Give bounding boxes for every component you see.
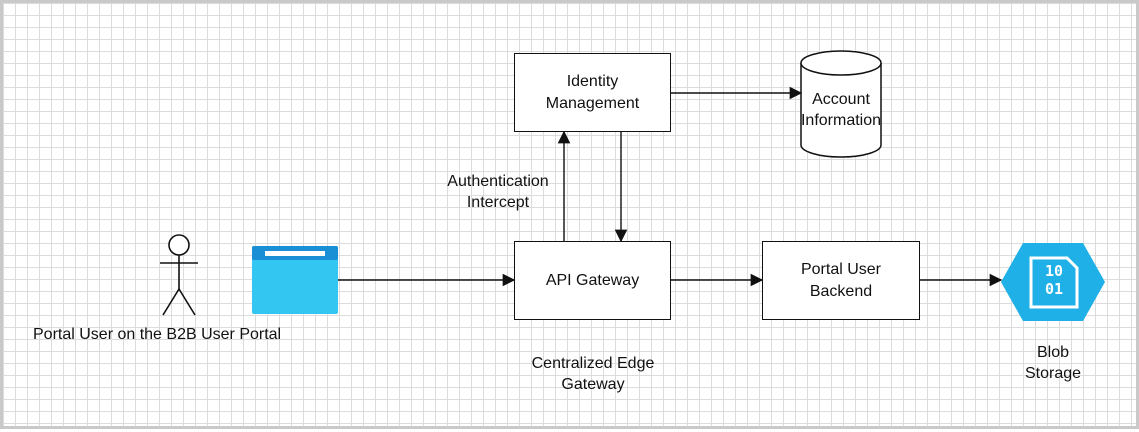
blob-icon-text: 10 01 [1035, 262, 1073, 298]
edge-gateway-label: Centralized Edge Gateway [531, 355, 655, 393]
blob-storage-label: Blob Storage [1024, 344, 1082, 382]
database-cylinder-icon [800, 50, 882, 158]
person-icon [160, 234, 198, 316]
actor-label: Portal User on the B2B User Portal [33, 326, 282, 343]
identity-management-label: Identity Management [545, 72, 640, 112]
identity-management-node: Identity Management [514, 53, 671, 132]
auth-intercept-label: Authentication Intercept [447, 173, 549, 211]
blob-icon-line-1: 10 [1044, 262, 1064, 280]
portal-user-backend-label: Portal User Backend [800, 260, 882, 300]
browser-window-icon [252, 246, 338, 314]
account-information-label: Account Information [800, 91, 882, 129]
api-gateway-node: API Gateway [514, 241, 671, 320]
api-gateway-label: API Gateway [545, 271, 640, 289]
portal-user-backend-node: Portal User Backend [762, 241, 920, 320]
connectors-layer [160, 50, 1105, 321]
blob-storage-icon [1001, 243, 1105, 321]
blob-icon-line-2: 01 [1044, 280, 1064, 298]
